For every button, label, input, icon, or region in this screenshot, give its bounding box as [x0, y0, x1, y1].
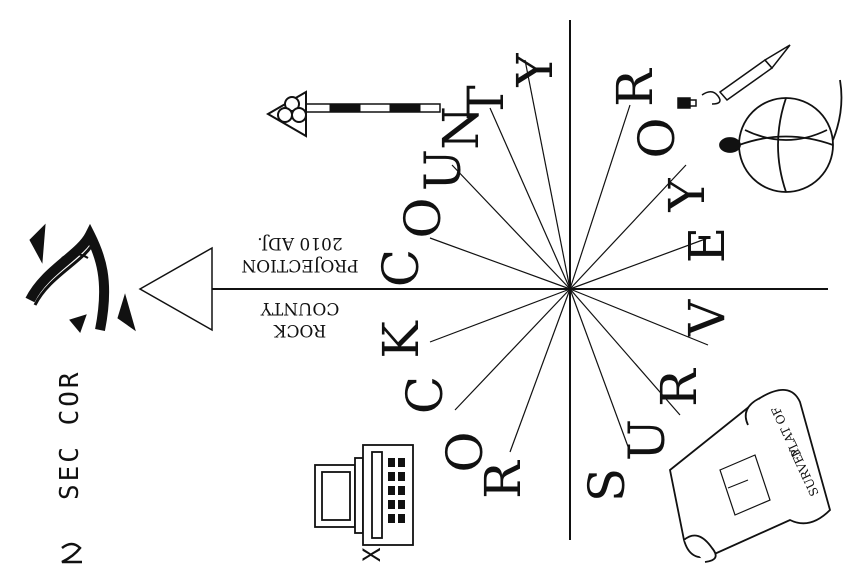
triangle-marker-icon	[138, 246, 213, 332]
letter-y1: Y	[506, 53, 564, 88]
survey-rod-target-icon	[266, 90, 441, 138]
survey-letters: S U R V E Y	[578, 178, 736, 503]
plat-scroll-icon: PLAT OF SURVEY	[669, 389, 832, 563]
plumb-bob-icon	[719, 79, 843, 193]
letter-e1: E	[678, 227, 736, 264]
cut-off-2-glyph	[61, 542, 82, 564]
sec-cor-text: SEC COR	[55, 369, 85, 500]
letter-u2: U	[618, 419, 676, 461]
letter-k1: K	[372, 320, 430, 359]
letter-c1: C	[372, 249, 430, 287]
letter-o3: O	[628, 118, 686, 159]
county-letters: C O U N T Y	[372, 53, 564, 288]
radial-lines	[429, 59, 709, 453]
letter-c2: C	[396, 376, 454, 414]
letter-n1: N	[432, 106, 490, 150]
county-label: COUNTY	[260, 298, 339, 318]
pencil-icon	[677, 44, 791, 109]
letter-o2: O	[436, 432, 494, 473]
projection-line1: PROJECTION	[241, 255, 358, 275]
letter-r3: R	[606, 68, 664, 107]
letter-s1: S	[578, 468, 636, 502]
computer-icon	[314, 444, 414, 546]
letter-o1: O	[394, 198, 452, 239]
north-arrow-icon	[25, 223, 136, 333]
letter-t1: T	[457, 85, 515, 118]
letter-r1: R	[474, 460, 532, 499]
letter-r2: R	[650, 368, 708, 407]
letter-y2: Y	[658, 178, 716, 213]
rock-county-label: ROCK COUNTY	[260, 298, 339, 340]
letter-v1: V	[678, 299, 736, 337]
rock-label: ROCK	[273, 320, 326, 340]
projection-label: PROJECTION 2010 ADJ.	[241, 233, 358, 275]
projection-line2: 2010 ADJ.	[257, 233, 342, 253]
or-letters: O R	[606, 68, 686, 159]
letter-u1: U	[414, 149, 472, 191]
rock-letters: R O C K	[372, 320, 532, 499]
